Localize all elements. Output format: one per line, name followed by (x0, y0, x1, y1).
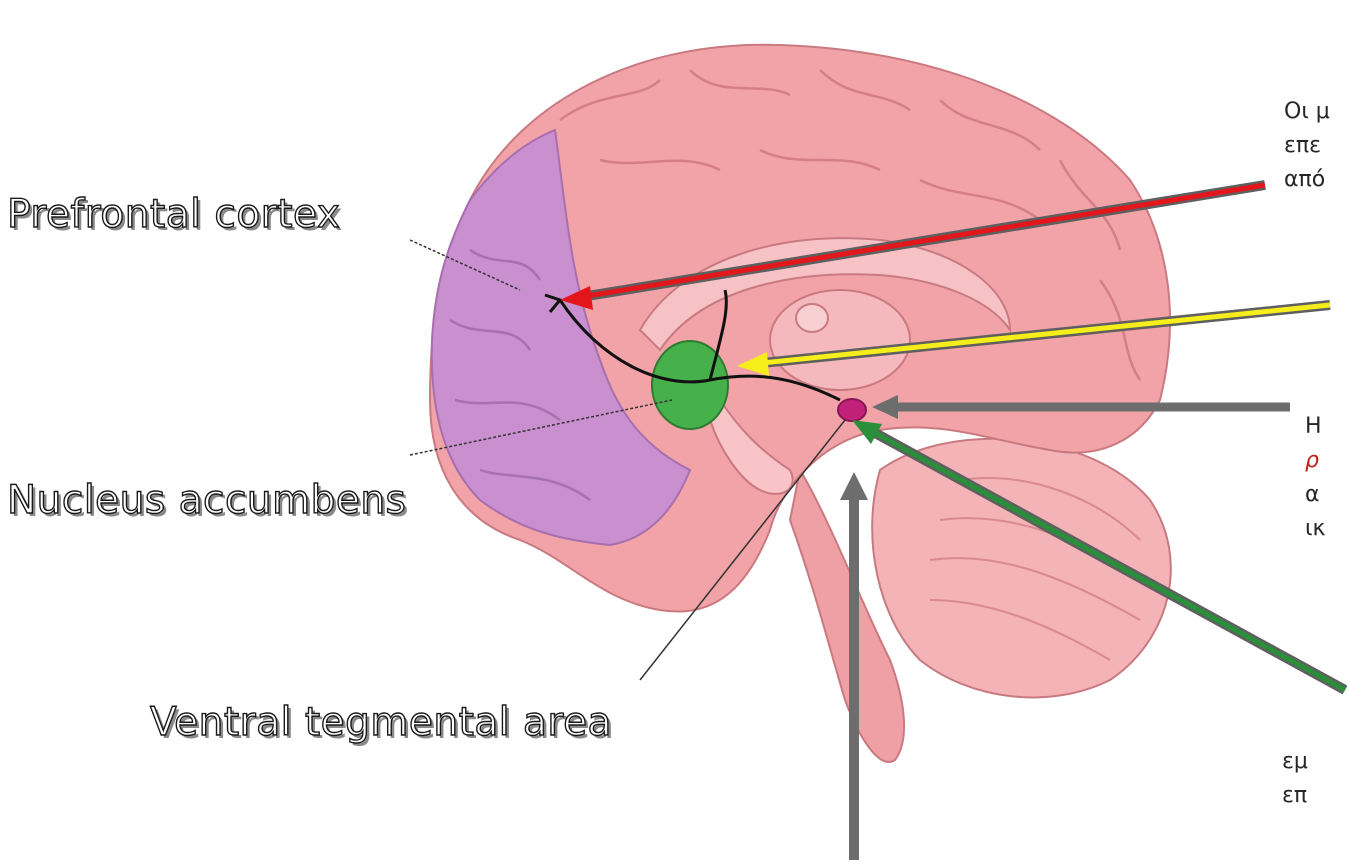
note-middle-line-2: ρ (1305, 444, 1347, 478)
note-top-line-3: από (1284, 163, 1347, 197)
note-bottom: εμ επ (1282, 745, 1347, 813)
note-middle-line-3: α (1305, 478, 1347, 512)
thalamus (770, 290, 910, 390)
inner-body (796, 304, 828, 332)
note-bottom-line-2: επ (1282, 779, 1347, 813)
note-middle-line-1: Η (1305, 410, 1347, 444)
note-top-line-1: Οι μ (1284, 95, 1347, 129)
prefrontal-cortex-label: Prefrontal cortex (7, 192, 340, 237)
note-middle: Η ρ α ικ (1305, 410, 1347, 546)
ventral-tegmental-area-label: Ventral tegmental area (150, 700, 612, 745)
note-bottom-line-1: εμ (1282, 745, 1347, 779)
note-middle-line-4: ικ (1305, 512, 1347, 546)
vta-region (838, 399, 866, 421)
nucleus-accumbens-label: Nucleus accumbens (7, 478, 406, 523)
note-top: Οι μ επε από (1284, 95, 1347, 197)
note-top-line-2: επε (1284, 129, 1347, 163)
